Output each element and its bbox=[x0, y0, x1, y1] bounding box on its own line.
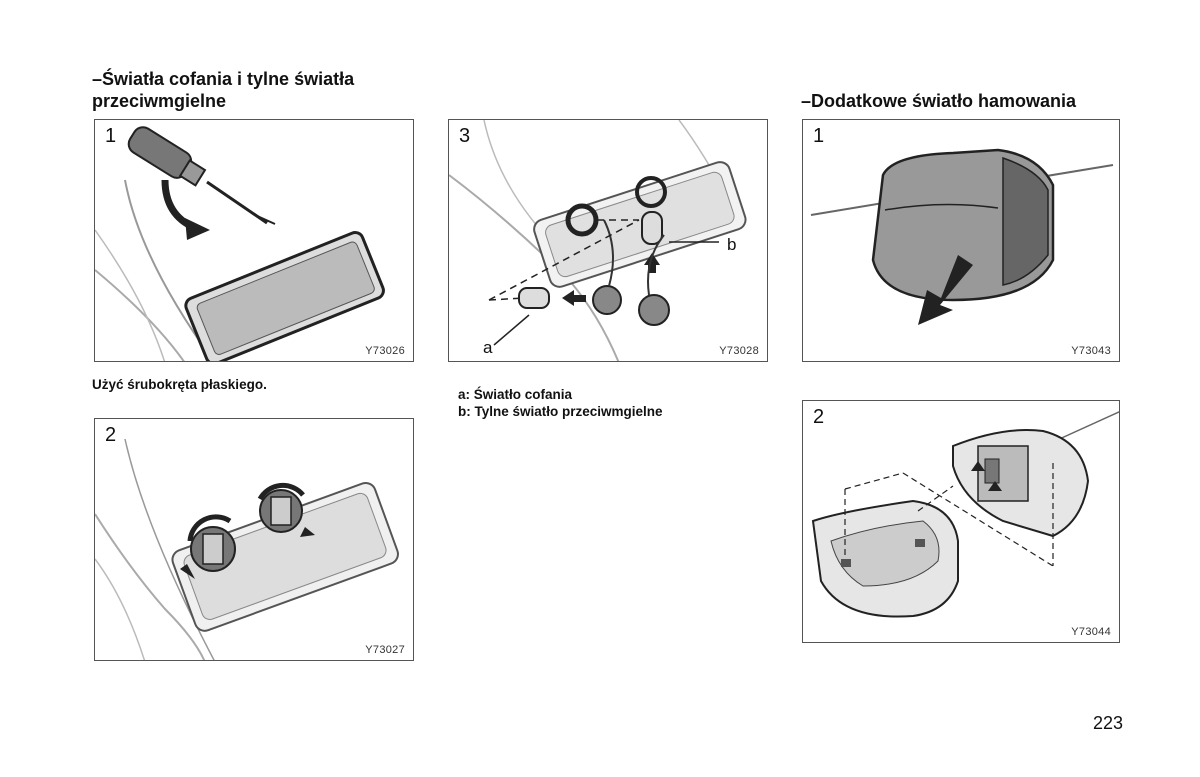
figure-brake-light-exploded: 2 Y73044 bbox=[802, 400, 1120, 643]
figure-code: Y73026 bbox=[365, 345, 405, 357]
right-section-heading: –Dodatkowe światło hamowania bbox=[801, 91, 1077, 111]
legend-item-b: b: Tylne światło przeciwmgielne bbox=[458, 404, 663, 419]
figure-number: 1 bbox=[105, 125, 117, 147]
left-heading-line2: przeciwmgielne bbox=[92, 91, 227, 111]
figure-rotate-sockets: 2 Y73027 bbox=[94, 418, 414, 661]
left-heading-line1: –Światła cofania i tylne światła bbox=[92, 69, 355, 89]
brake-light-cover-illustration bbox=[810, 148, 1114, 325]
figure-number: 2 bbox=[813, 406, 825, 428]
screwdriver-illustration bbox=[95, 126, 385, 361]
brake-light-exploded-illustration bbox=[811, 411, 1119, 618]
bulb-legend: a: Światło cofania b: Tylne światło prze… bbox=[458, 386, 663, 420]
callout-a: a bbox=[483, 338, 493, 357]
figure-code: Y73028 bbox=[719, 345, 759, 357]
page-number: 223 bbox=[1093, 713, 1124, 733]
sockets-illustration bbox=[95, 438, 399, 660]
figure-number: 1 bbox=[813, 125, 825, 147]
figure-number: 2 bbox=[105, 424, 117, 446]
figure-screwdriver-pry: 1 Y73026 bbox=[94, 119, 414, 362]
figure-brake-light-cover: 1 Y73043 bbox=[802, 119, 1120, 362]
figure-number: 3 bbox=[459, 125, 471, 147]
figure-code: Y73043 bbox=[1071, 345, 1111, 357]
caption-screwdriver: Użyć śrubokręta płaskiego. bbox=[92, 377, 267, 392]
figure-code: Y73044 bbox=[1071, 626, 1111, 638]
bulbs-illustration bbox=[449, 120, 747, 361]
figure-code: Y73027 bbox=[365, 644, 405, 656]
figure-bulb-removal: a b 3 Y73028 bbox=[448, 119, 768, 362]
legend-item-a: a: Światło cofania bbox=[458, 387, 573, 402]
callout-b: b bbox=[727, 235, 737, 254]
left-section-heading: –Światła cofania i tylne światła przeciw… bbox=[92, 68, 354, 112]
